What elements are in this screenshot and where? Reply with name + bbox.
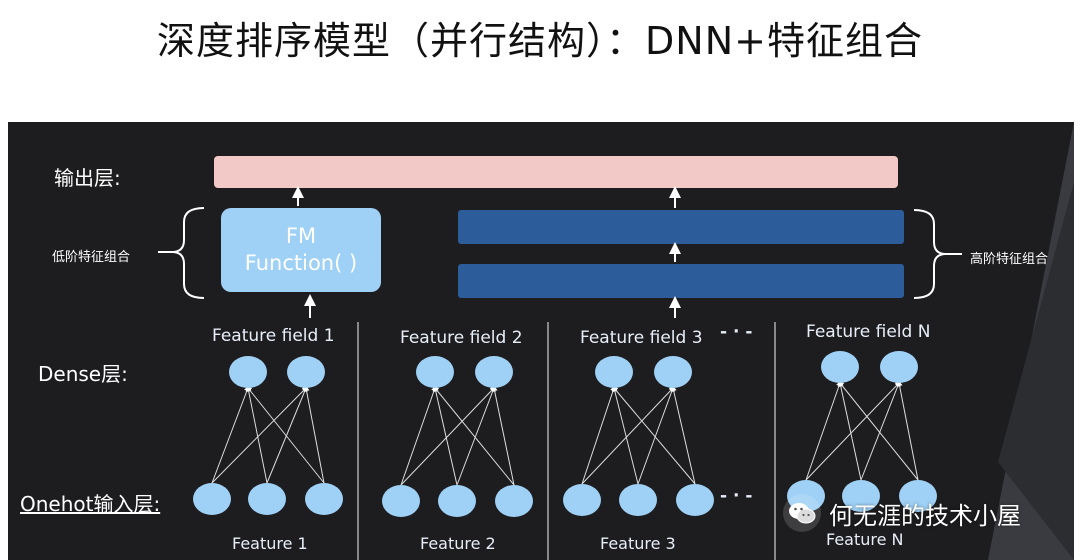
connection-f2-in2-d1 (432, 385, 458, 486)
dnn-hidden-layer-1 (458, 210, 904, 244)
dense-node-f4-1 (821, 351, 859, 383)
feature-field-label-2: Feature field 2 (400, 328, 523, 348)
watermark-text: 何无涯的技术小屋 (829, 501, 1021, 530)
connection-f4-in1-d1 (805, 380, 842, 481)
onehot-node-f3-1 (563, 484, 601, 516)
dnn-hidden-layer-2 (458, 264, 904, 298)
high-order-label: 高阶特征组合 (970, 252, 1049, 267)
onehot-node-f3-3 (676, 484, 714, 516)
fm-function-box: FM Function( ) (221, 208, 381, 292)
ellipsis-top: - · - (720, 322, 753, 342)
low-order-brace (171, 207, 205, 299)
feature-field-label-1: Feature field 1 (212, 326, 335, 346)
connection-f3-in1-d1 (581, 385, 616, 485)
dense-layer-label: Dense层: (38, 362, 128, 386)
diagram-canvas (158, 122, 1074, 560)
onehot-node-f2-1 (382, 485, 420, 517)
connection-f2-in3-d2 (491, 385, 515, 486)
connection-f3-in2-d1 (611, 385, 639, 485)
connection-f1-in3-d2 (303, 385, 325, 484)
dense-node-f3-2 (654, 356, 692, 388)
onehot-node-f3-2 (619, 484, 657, 516)
output-layer-label: 输出层: (54, 166, 121, 190)
high-order-brace (913, 209, 947, 299)
connection-f4-in3-d2 (896, 380, 919, 481)
feature-field-label-3: Feature field 3 (580, 328, 703, 348)
connection-f2-in1-d2 (400, 385, 497, 486)
dense-node-f1-1 (229, 356, 267, 388)
dense-node-f2-2 (475, 356, 513, 388)
background-shape-2 (998, 182, 1074, 560)
connection-f1-in1-d2 (211, 385, 309, 484)
onehot-node-f1-3 (305, 483, 343, 515)
connection-f4-in1-d2 (805, 380, 902, 481)
feature-label-2: Feature 2 (420, 534, 496, 553)
feature-networks (193, 351, 937, 517)
output-layer-bar (214, 156, 898, 188)
onehot-node-f1-2 (248, 483, 286, 515)
onehot-layer-label: Onehot输入层: (20, 492, 161, 516)
connection-f1-in3-d1 (246, 385, 325, 484)
connection-f1-in2-d1 (245, 385, 268, 484)
connection-f3-in3-d1 (612, 385, 696, 485)
feature-label-3: Feature 3 (600, 534, 676, 553)
onehot-node-f2-3 (495, 485, 533, 517)
connection-f2-in2-d2 (456, 385, 496, 486)
page-title: 深度排序模型（并行结构）：DNN+特征组合 (157, 19, 923, 63)
dense-node-f3-1 (595, 356, 633, 388)
feature-field-label-n: Feature field N (806, 322, 931, 342)
onehot-node-f4-3 (899, 480, 937, 512)
onehot-node-f4-2 (842, 480, 880, 512)
dense-node-f4-2 (880, 351, 918, 383)
dense-node-f2-1 (416, 356, 454, 388)
connection-f4-in2-d2 (860, 380, 901, 481)
fm-function-label: Function( ) (244, 251, 358, 275)
connection-f2-in3-d1 (433, 385, 515, 486)
diagram-panel: 输出层: 低阶特征组合 高阶特征组合 Dense层: Onehot输入层: FM… (8, 122, 1074, 560)
watermark: 何无涯的技术小屋 (783, 494, 1021, 532)
onehot-node-f2-2 (438, 485, 476, 517)
connection-f3-in3-d2 (670, 385, 696, 485)
connection-f2-in1-d1 (400, 385, 437, 486)
connection-f3-in2-d2 (637, 385, 675, 485)
feature-label-n: Feature N (826, 530, 904, 549)
connection-f4-in3-d1 (838, 380, 919, 481)
fm-label: FM (285, 224, 317, 248)
feature-label-1: Feature 1 (232, 534, 308, 553)
connection-f4-in2-d1 (837, 380, 862, 481)
ellipsis-bottom: - · - (720, 486, 753, 506)
onehot-node-f1-1 (193, 483, 231, 515)
connection-f1-in1-d1 (211, 385, 250, 484)
low-order-label: 低阶特征组合 (52, 250, 131, 265)
dense-node-f1-2 (287, 356, 325, 388)
wechat-icon (783, 494, 821, 532)
connection-f3-in1-d2 (581, 385, 676, 485)
